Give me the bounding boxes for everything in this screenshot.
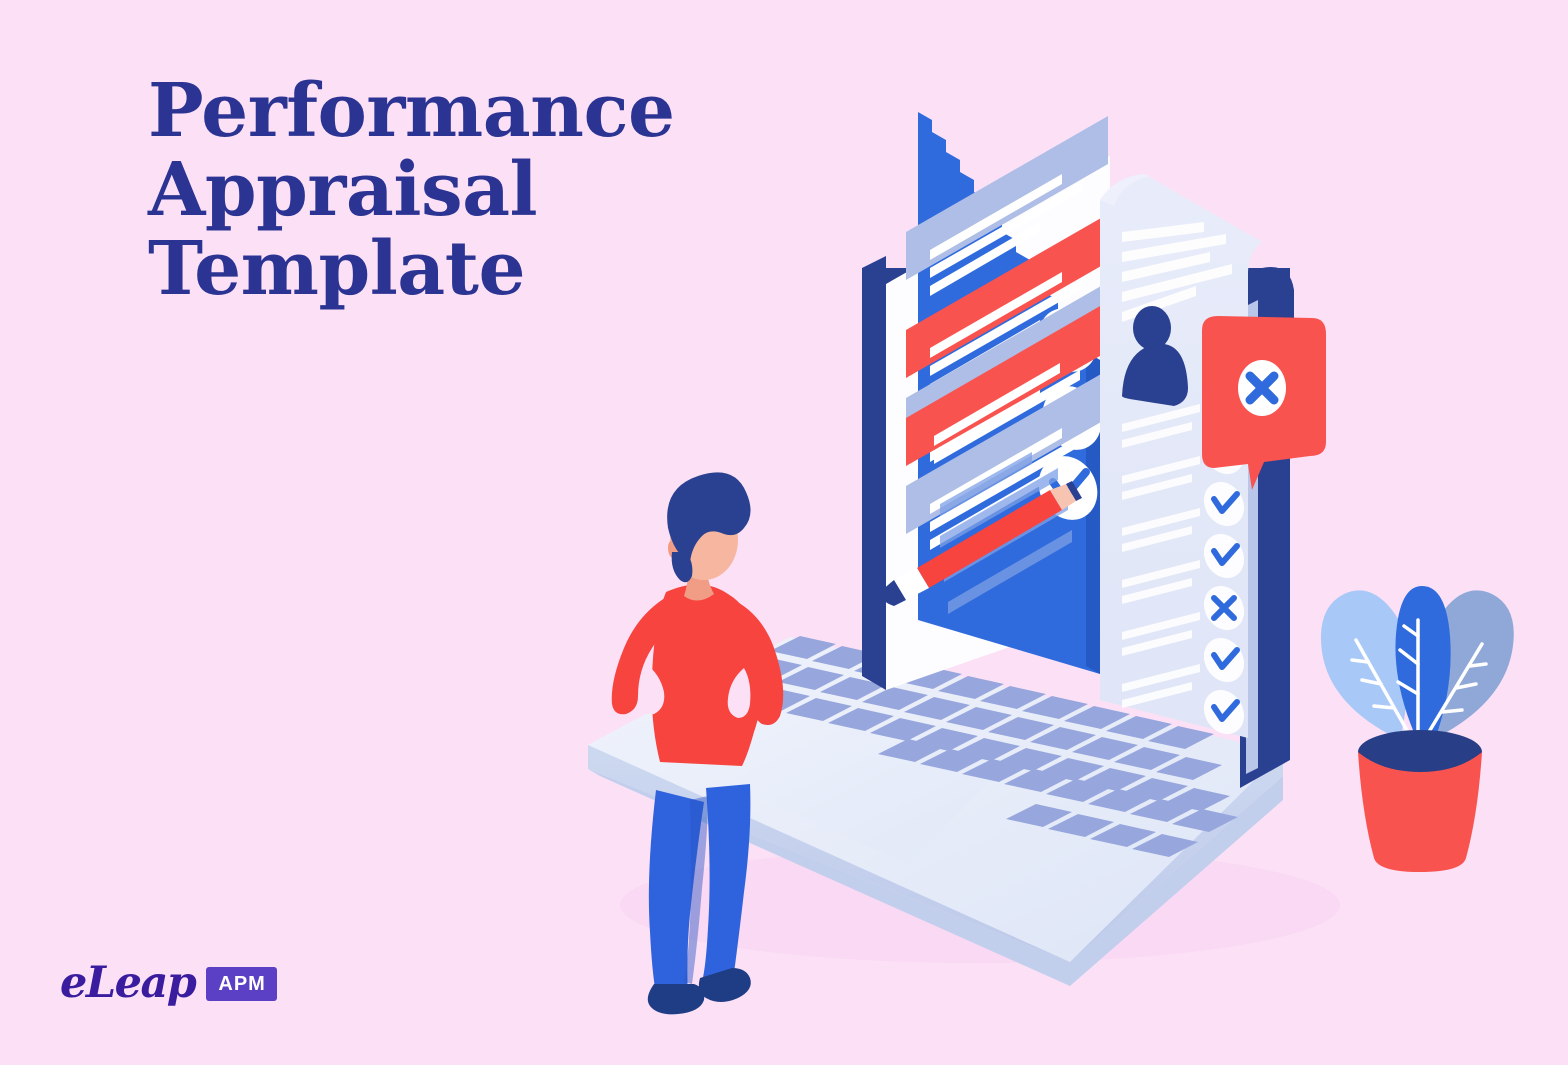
check-icon: [1203, 689, 1245, 735]
laptop-lid-right-inner: [1246, 300, 1258, 774]
logo-wordmark: eLeap: [60, 958, 197, 1008]
laptop-keyboard: [702, 636, 1238, 857]
form-row: [906, 214, 1108, 378]
person-shoe-right: [698, 968, 751, 1002]
person-shoe-left: [647, 984, 705, 1015]
laptop-lid-corner: [1242, 266, 1294, 338]
plant-veins: [1350, 618, 1488, 752]
laptop-lid-left-edge: [862, 256, 886, 690]
list-item: [1122, 612, 1245, 683]
check-icon: [1203, 481, 1245, 527]
brand-logo[interactable]: eLeap APM: [60, 962, 277, 1005]
check-badge: [1038, 456, 1098, 520]
person-icon: [1122, 306, 1188, 406]
logo-badge-apm: APM: [206, 966, 277, 1001]
check-badge: [1038, 308, 1098, 372]
checklist-header-lines: [1122, 222, 1232, 322]
plant-pot: [1358, 752, 1482, 872]
laptop-base-shadow: [588, 745, 1283, 962]
person-leg-right: [702, 784, 751, 988]
person-hair-tuft: [671, 552, 693, 583]
form-row-lines: [934, 363, 1080, 482]
form-row: [906, 116, 1108, 280]
checklist-top-curl: [1100, 174, 1150, 206]
form-rows: [906, 116, 1114, 614]
checklist-items: [1122, 404, 1245, 735]
person-top: [651, 584, 763, 766]
form-faint-lines: [940, 452, 1072, 614]
x-icon: [1238, 360, 1286, 416]
person-leg-left: [648, 790, 704, 998]
plant-soil: [1358, 730, 1482, 774]
red-pencil: [881, 481, 1082, 606]
laptop-lid-shell: [862, 268, 1290, 788]
laptop-lid-frame: [866, 126, 1290, 788]
laptop-base-top: [588, 637, 1283, 962]
form-row: [906, 298, 1114, 466]
person-arm-left: [611, 596, 676, 715]
potted-plant: [1320, 586, 1514, 872]
blue-appraisal-form: [881, 112, 1114, 674]
person-arm-right: [724, 598, 784, 725]
plant-leaf-center: [1395, 586, 1451, 742]
checklist-body: [1100, 174, 1262, 738]
form-row: [906, 282, 1108, 446]
person-hair: [667, 472, 751, 562]
ground-shadow: [620, 847, 1340, 963]
plant-leaf-right: [1424, 590, 1514, 738]
x-icon: [1203, 585, 1245, 631]
laptop-lid-right-bar: [1258, 276, 1290, 772]
laptop-base-side: [588, 769, 1283, 986]
form-right-edge: [1086, 352, 1100, 674]
list-item: [1122, 456, 1245, 527]
person-head: [670, 500, 738, 580]
rejection-callout: [1202, 316, 1326, 490]
laptop-trackpad: [663, 703, 1010, 864]
form-row: [906, 370, 1108, 534]
list-item: [1122, 508, 1245, 579]
form-body: [918, 112, 1100, 674]
list-item: [1122, 560, 1245, 631]
page-title: Performance Appraisal Template: [148, 68, 675, 313]
list-item: [1122, 664, 1245, 735]
form-row-lines: [930, 340, 1082, 462]
person-neck: [684, 560, 714, 601]
list-item: [1122, 404, 1245, 475]
laptop-screen: [886, 156, 1110, 690]
plant-leaf-left: [1320, 590, 1410, 740]
person-ear: [668, 539, 680, 560]
standing-person: [611, 472, 784, 1015]
form-row-lines: [930, 272, 1082, 394]
check-icon: [1203, 429, 1245, 475]
form-row-lines: [930, 428, 1082, 550]
checklist-document: [1100, 174, 1262, 738]
check-badge: [1042, 386, 1102, 450]
person-leg-shade: [684, 796, 708, 984]
check-icon: [1203, 637, 1245, 683]
form-row-lines: [930, 174, 1082, 296]
check-icon: [1203, 533, 1245, 579]
